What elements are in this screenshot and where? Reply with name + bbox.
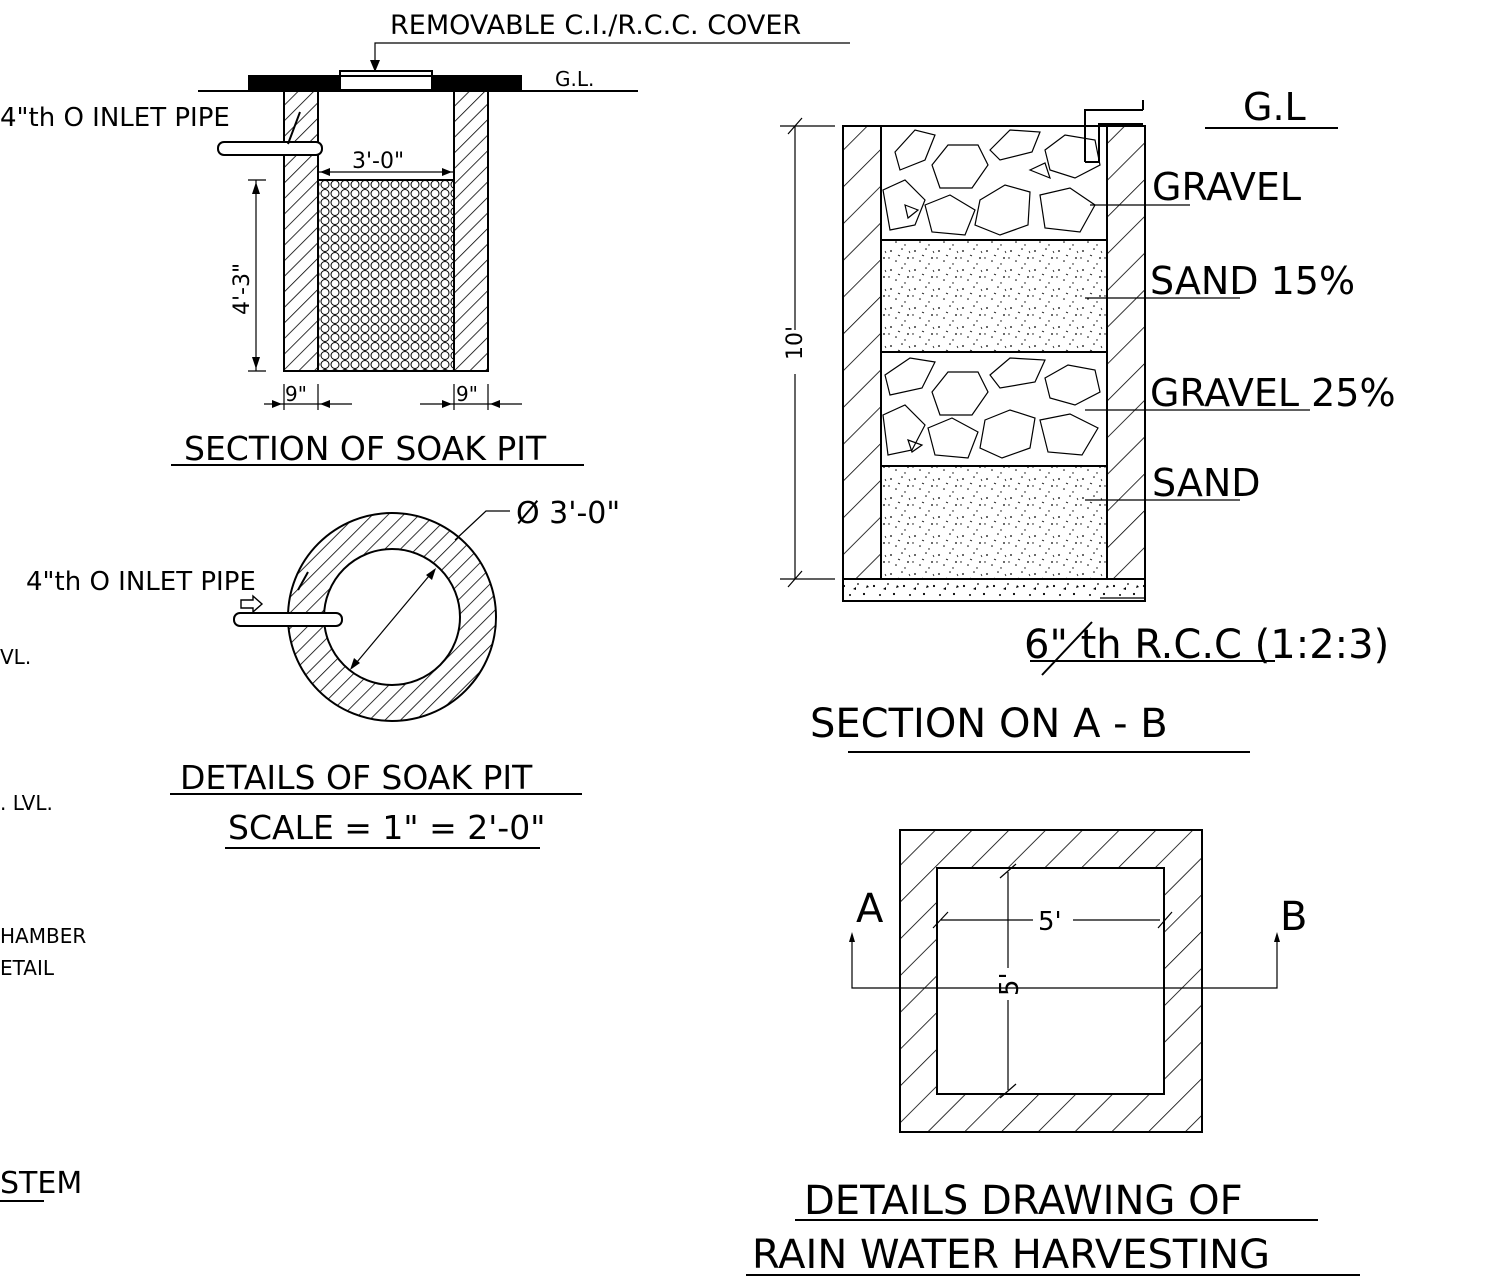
section-depth-dim: 10' bbox=[783, 326, 808, 360]
soak-pit-plan-title: DETAILS OF SOAK PIT bbox=[180, 758, 533, 797]
level-label-2: . LVL. bbox=[0, 791, 53, 815]
section-mark-b: B bbox=[1280, 894, 1307, 940]
removable-cover bbox=[339, 70, 433, 91]
soak-pit-section-title: SECTION OF SOAK PIT bbox=[184, 429, 547, 468]
wall-right-dim: 9" bbox=[456, 382, 478, 406]
section-gl-label: G.L bbox=[1243, 85, 1306, 129]
diameter-label: Ø 3'-0" bbox=[516, 496, 620, 531]
width-dim: 3'-0" bbox=[352, 149, 404, 174]
gravel-stones-top bbox=[882, 129, 1101, 236]
plan-width-dim: 5' bbox=[1038, 907, 1062, 937]
cover-slab-right bbox=[432, 75, 522, 90]
chamber-label-2: ETAIL bbox=[0, 956, 55, 980]
layer-gravel-25 bbox=[880, 351, 1108, 467]
layer-sand-bottom bbox=[880, 465, 1108, 580]
section-ab: G.L 10' GRAVEL SAND 15% GRAVEL 25% SAND … bbox=[780, 85, 1396, 753]
section-cut-line bbox=[851, 936, 1278, 989]
flow-arrow-icon bbox=[240, 594, 264, 614]
filter-media bbox=[317, 179, 455, 372]
section-wall-left bbox=[842, 125, 882, 580]
layer-label-gravel-25: GRAVEL 25% bbox=[1150, 371, 1396, 415]
gl-label: G.L. bbox=[555, 67, 594, 91]
section-mark-a: A bbox=[856, 886, 884, 932]
cover-label: REMOVABLE C.I./R.C.C. COVER bbox=[390, 10, 801, 41]
layer-label-sand: SAND bbox=[1152, 461, 1261, 505]
rcc-base bbox=[842, 578, 1146, 602]
cover-slab-left bbox=[248, 75, 340, 90]
section-wall-right bbox=[1106, 125, 1146, 580]
left-cut-text: VL. . LVL. HAMBER ETAIL STEM bbox=[0, 645, 86, 1202]
layer-gravel-top bbox=[880, 125, 1108, 241]
rcc-base-label: 6" th R.C.C (1:2:3) bbox=[1024, 622, 1389, 668]
system-label: STEM bbox=[0, 1166, 82, 1201]
drawing-title-line-2: RAIN WATER HARVESTING bbox=[752, 1232, 1270, 1278]
pit-wall-right bbox=[453, 90, 489, 372]
plan-inlet-label: 4"th O INLET PIPE bbox=[26, 567, 256, 597]
drawing-title-line-1: DETAILS DRAWING OF bbox=[804, 1178, 1243, 1224]
chamber-label-1: HAMBER bbox=[0, 924, 86, 948]
soak-pit-scale: SCALE = 1" = 2'-0" bbox=[228, 808, 545, 847]
plan-height-dim: 5' bbox=[995, 972, 1025, 996]
plan-inner bbox=[936, 867, 1165, 1095]
layer-sand-15 bbox=[880, 239, 1108, 353]
gravel-stones-mid bbox=[882, 357, 1101, 459]
depth-dim: 4'-3" bbox=[230, 263, 255, 315]
diameter-line bbox=[351, 569, 435, 669]
wall-left-dim: 9" bbox=[285, 382, 307, 406]
plan-ab: A B 5' 5' DETAILS DRAWING OF RAIN WATER … bbox=[746, 829, 1360, 1278]
soak-pit-plan: Ø 3'-0" 4"th O INLET PIPE DETAILS OF SOA… bbox=[26, 496, 620, 849]
pit-inner bbox=[323, 548, 461, 686]
inlet-pipe bbox=[217, 141, 323, 156]
inlet-label: 4"th O INLET PIPE bbox=[0, 103, 230, 133]
soak-pit-section: REMOVABLE C.I./R.C.C. COVER G.L. 4"th O … bbox=[0, 10, 850, 468]
layer-label-gravel: GRAVEL bbox=[1152, 165, 1301, 209]
pit-wall-left bbox=[283, 90, 319, 372]
level-label-1: VL. bbox=[0, 645, 31, 669]
layer-label-sand-15: SAND 15% bbox=[1150, 259, 1355, 303]
cover-leader bbox=[374, 42, 850, 71]
section-ab-title: SECTION ON A - B bbox=[810, 701, 1168, 747]
plan-inlet-pipe bbox=[233, 612, 343, 627]
